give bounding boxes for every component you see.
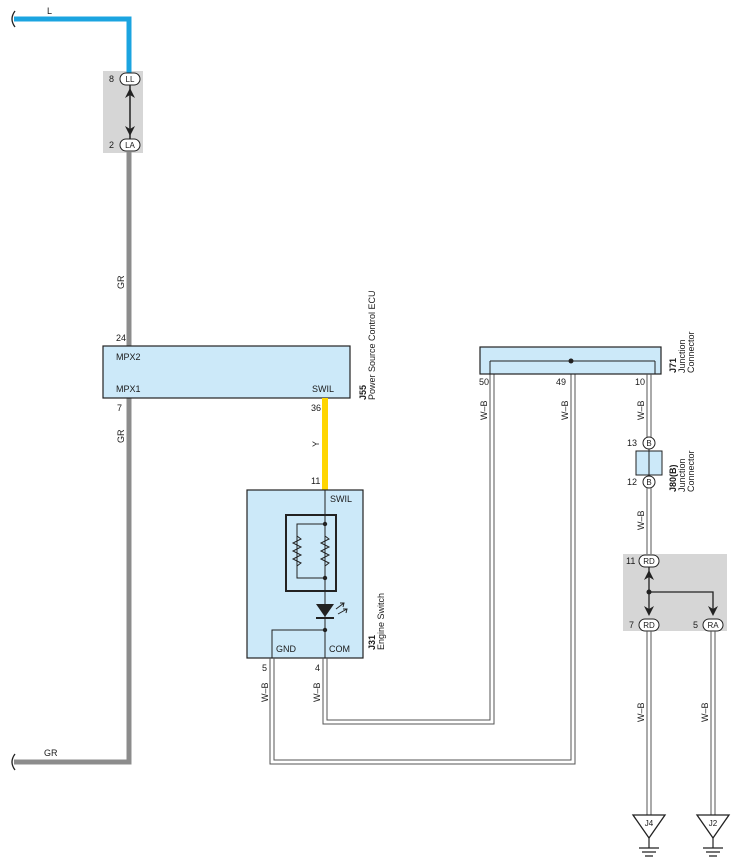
wire-color-wb-50: W–B (479, 400, 489, 420)
j71-code: J71 (668, 358, 678, 373)
ground-j2-triangle (695, 814, 731, 840)
ecu-pin-7: 7 (117, 403, 122, 413)
ecu-term-mpx1: MPX1 (116, 384, 141, 394)
ecu-term-swil: SWIL (312, 384, 334, 394)
wire-color-wb-gnd: W–B (260, 682, 270, 702)
j80-code: J80(B) (668, 464, 678, 492)
wire-color-y: Y (311, 441, 321, 447)
connector-right-arrow-down-rd (644, 606, 654, 616)
wire-wb-j80-down (646, 488, 652, 554)
connector-la-name: LA (125, 141, 135, 150)
j71-name-line1: Junction (677, 339, 687, 373)
wire-color-wb-com: W–B (312, 682, 322, 702)
wire-l (14, 16, 132, 75)
ecu-box (102, 345, 351, 399)
j80-pin-13: 13 (627, 438, 637, 448)
connector-ll-name: LL (126, 75, 135, 84)
connector-rd7-name: RD (643, 621, 655, 630)
j71-pin-49: 49 (556, 377, 566, 387)
wire-wb-10 (646, 374, 652, 438)
j80-name-line1: Junction (677, 458, 687, 492)
wire-wb-rd7 (646, 631, 652, 815)
connector-rd11-pin: 11 (626, 556, 635, 566)
switch-term-gnd: GND (276, 644, 297, 654)
switch-resistor-frame (296, 523, 326, 579)
wire-break-bottom-left (11, 753, 16, 771)
resistor-left-icon (291, 532, 303, 570)
wire-color-gr-bottom: GR (44, 748, 58, 758)
ground-j2-icon (703, 838, 723, 857)
switch-pin-11: 11 (311, 476, 320, 486)
switch-inner-frame (285, 514, 337, 592)
wire-wb-gnd (269, 360, 576, 765)
connector-arrow-down (125, 126, 135, 136)
ground-j2-label: J2 (709, 819, 718, 828)
j71-pin-10: 10 (635, 377, 645, 387)
wire-break-top-left (11, 10, 16, 28)
switch-gnd-wire (271, 629, 325, 658)
connector-ll-pin: 8 (109, 74, 114, 84)
wire-color-wb-rd7: W–B (636, 702, 646, 722)
j71-pin-50: 50 (479, 377, 489, 387)
wire-wb-com (322, 374, 495, 725)
j71-name-line2: Connector (686, 331, 696, 373)
ground-j4-label: J4 (645, 819, 654, 828)
switch-name: Engine Switch (376, 593, 386, 650)
j71-node (568, 358, 574, 364)
connector-rd7-pin: 7 (629, 620, 634, 630)
wire-color-wb-10: W–B (636, 400, 646, 420)
ecu-term-mpx2: MPX2 (116, 352, 141, 362)
connector-ra5-oval (702, 618, 724, 632)
connector-arrow-up (125, 88, 135, 98)
wire-gr (14, 152, 132, 765)
wire-color-gr-lower: GR (116, 429, 126, 443)
wire-color-l: L (47, 6, 52, 16)
switch-term-com: COM (329, 644, 350, 654)
resistor-right-icon (319, 532, 331, 570)
connector-rd7-oval (638, 618, 660, 632)
wire-color-gr-upper: GR (116, 275, 126, 289)
connector-la-oval (119, 138, 141, 152)
switch-node-bottom (322, 575, 328, 581)
j80-name-line2: Connector (686, 450, 696, 492)
connector-ra5-name: RA (707, 621, 719, 630)
j80-pin13-name: B (646, 439, 651, 448)
wire-wb-ra5 (710, 631, 716, 815)
connector-ra5-pin: 5 (693, 620, 698, 630)
ground-j4-icon (639, 838, 659, 857)
switch-code: J31 (367, 635, 377, 650)
ecu-code: J55 (358, 385, 368, 400)
switch-node-top (322, 521, 328, 527)
wire-color-wb-j80-down: W–B (636, 510, 646, 530)
j80-pin12-name: B (646, 478, 651, 487)
switch-term-swil: SWIL (330, 494, 352, 504)
ecu-pin-24: 24 (116, 333, 126, 343)
switch-pin-4: 4 (315, 663, 320, 673)
wire-color-wb-49: W–B (560, 400, 570, 420)
connector-la-pin: 2 (109, 140, 114, 150)
ecu-pin-36: 36 (311, 403, 321, 413)
j80-pin12-circle (642, 475, 656, 489)
led-icon (316, 604, 334, 617)
connector-right-node (646, 589, 652, 595)
wire-color-wb-ra5: W–B (700, 702, 710, 722)
switch-pin-5: 5 (262, 663, 267, 673)
connector-right-arrow-down-ra (708, 606, 718, 616)
ecu-name: Power Source Control ECU (367, 290, 377, 400)
ground-j4-triangle (631, 814, 667, 840)
j80-pin-12: 12 (627, 477, 637, 487)
connector-rd11-name: RD (643, 557, 655, 566)
led-rays-icon (335, 602, 348, 615)
